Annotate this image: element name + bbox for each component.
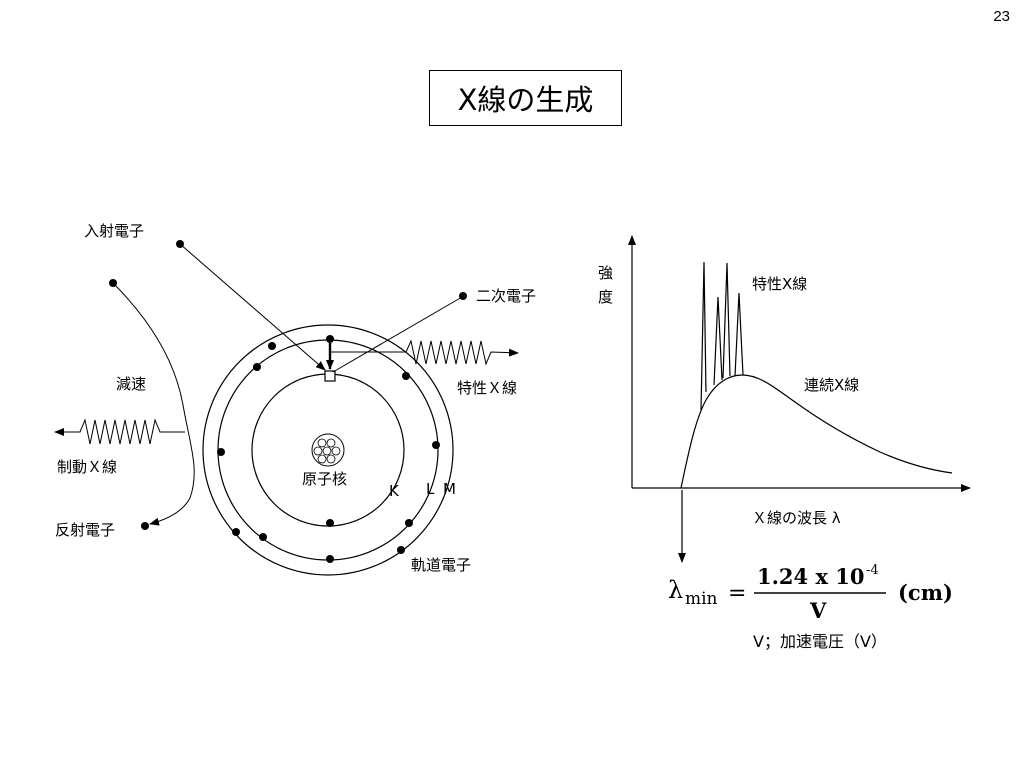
deceleration-label: 減速 [116,375,146,393]
orbital-electrons [217,335,440,563]
formula-equals: = [728,581,746,606]
m-shell-label: M [443,480,456,498]
slide-title: X線の生成 [429,70,622,126]
continuous-xray-label: 連続X線 [804,376,859,394]
characteristic-xray-label: 特性Ｘ線 [457,379,517,397]
electron-dot [326,555,334,563]
intensity-label-1: 強 [598,264,613,282]
continuous-spectrum-curve [680,374,953,489]
formula-numerator: 1.24 x 10 [757,564,865,589]
atom-diagram: 入射電子 二次電子 特性Ｘ線 減速 制動Ｘ線 反射電子 原子核 K L M 軌道… [54,222,536,576]
nucleus-icon [311,433,345,467]
electron-dot [402,372,410,380]
electron-dot [326,519,334,527]
bremsstrahlung-label: 制動Ｘ線 [57,458,117,476]
orbital-electron-label: 軌道電子 [411,556,471,574]
characteristic-xray-graph-label: 特性X線 [752,275,807,293]
incident-electron-label: 入射電子 [84,222,144,240]
reflected-electron-path [112,282,195,526]
formula-exponent: -4 [866,563,879,578]
formula-denominator: V [809,598,827,623]
m-shell [202,324,454,576]
electron-dot [259,533,267,541]
bremsstrahlung-wave [54,418,185,445]
characteristic-peak [700,261,707,411]
formula-subscript: min [685,589,718,609]
electron-dot [232,528,240,536]
vacancy-square [324,370,336,382]
characteristic-peak [713,296,723,386]
characteristic-xray-wave [330,339,519,366]
electron-dot [268,342,276,350]
k-shell-label: K [389,482,400,500]
secondary-electron-path [332,296,463,373]
electron-dot [326,335,334,343]
lambda-min-formula: λ min = 1.24 x 10 -4 V (cm) [668,563,953,623]
characteristic-peak [722,262,731,379]
acceleration-voltage-legend: V；加速電圧（V） [753,632,887,651]
electron-dot [253,363,261,371]
page-number: 23 [993,8,1010,25]
reflected-electron-dot [141,522,149,530]
characteristic-peak [734,292,744,377]
intensity-label-2: 度 [598,288,613,306]
electron-dot [405,519,413,527]
l-shell-label: L [426,480,435,498]
secondary-electron-label: 二次電子 [476,287,536,305]
electron-dot [432,441,440,449]
secondary-electron-dot [459,292,467,300]
reflected-electron-label: 反射電子 [55,521,115,539]
electron-dot [397,546,405,554]
wavelength-axis-label: Ｘ線の波長 λ [752,509,841,527]
incident-electron-path [179,243,326,371]
formula-lambda: λ [668,576,683,604]
electron-dot [217,448,225,456]
spectrum-graph: 強 度 特性X線 連続X線 Ｘ線の波長 λ [598,235,971,563]
formula-unit: (cm) [898,580,953,605]
nucleus-label: 原子核 [302,470,347,488]
